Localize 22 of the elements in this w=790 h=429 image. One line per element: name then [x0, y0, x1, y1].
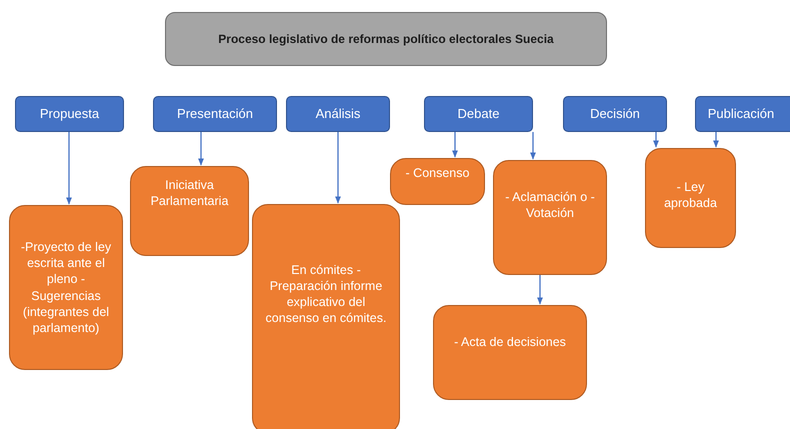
- arrow: [66, 132, 72, 205]
- step-box: - Ley aprobada: [645, 148, 736, 248]
- step-box: Iniciativa Parlamentaria: [130, 166, 249, 256]
- stage-box: Presentación: [153, 96, 277, 132]
- arrow: [537, 275, 543, 305]
- step-box: - Aclamación o - Votación: [493, 160, 607, 275]
- arrow: [335, 132, 341, 204]
- stage-box: Análisis: [286, 96, 390, 132]
- stage-box: Debate: [424, 96, 533, 132]
- stage-box: Propuesta: [15, 96, 124, 132]
- arrow: [530, 132, 536, 160]
- step-box: En cómites - Preparación informe explicativo del consenso en cómites.: [252, 204, 400, 429]
- arrow: [198, 132, 204, 166]
- title-box: Proceso legislativo de reformas político electorales Suecia: [165, 12, 607, 66]
- step-box: -Proyecto de ley escrita ante el pleno -Sugerencias (integrantes del parlamento): [9, 205, 123, 370]
- arrow: [452, 132, 458, 158]
- arrow: [713, 132, 719, 148]
- stage-box: Publicación: [695, 96, 790, 132]
- arrow: [653, 132, 659, 148]
- step-box: - Consenso: [390, 158, 485, 205]
- step-box: - Acta de decisiones: [433, 305, 587, 400]
- stage-box: Decisión: [563, 96, 667, 132]
